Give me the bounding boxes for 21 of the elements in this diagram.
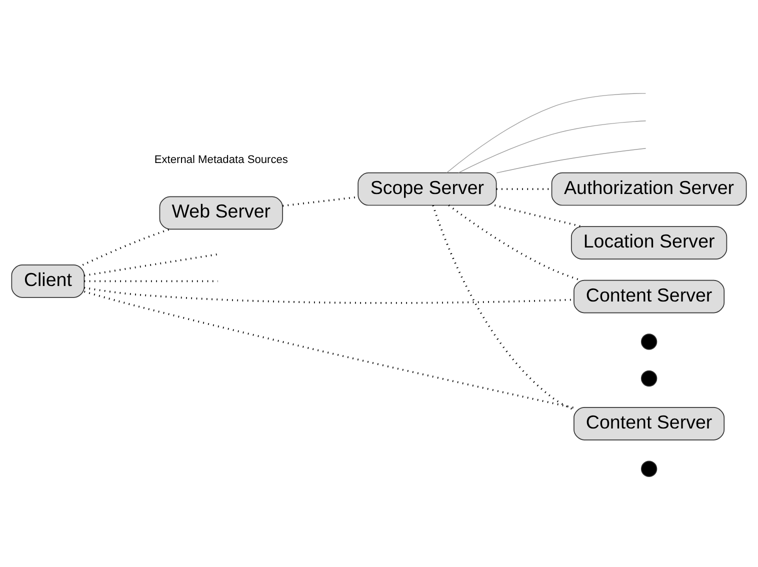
connector xyxy=(84,286,574,304)
connector xyxy=(494,204,582,228)
connector xyxy=(84,290,574,409)
node-box: Client xyxy=(11,264,85,298)
connector xyxy=(84,253,218,276)
node-box: Authorization Server xyxy=(551,172,747,206)
node-box: Web Server xyxy=(159,196,284,230)
node-circle xyxy=(640,460,658,478)
node-box: Content Server xyxy=(574,280,725,314)
connector xyxy=(82,228,170,266)
label: External Metadata Sources xyxy=(154,154,288,166)
connector xyxy=(446,93,646,174)
node-circle xyxy=(640,334,658,350)
node-box: Location Server xyxy=(570,226,728,260)
connector xyxy=(432,205,574,411)
node-box: Content Server xyxy=(574,407,725,440)
node-box: Scope Server xyxy=(358,172,497,206)
node-circle xyxy=(640,370,658,387)
connector xyxy=(458,120,646,174)
connector xyxy=(496,148,646,174)
connector xyxy=(448,204,582,282)
